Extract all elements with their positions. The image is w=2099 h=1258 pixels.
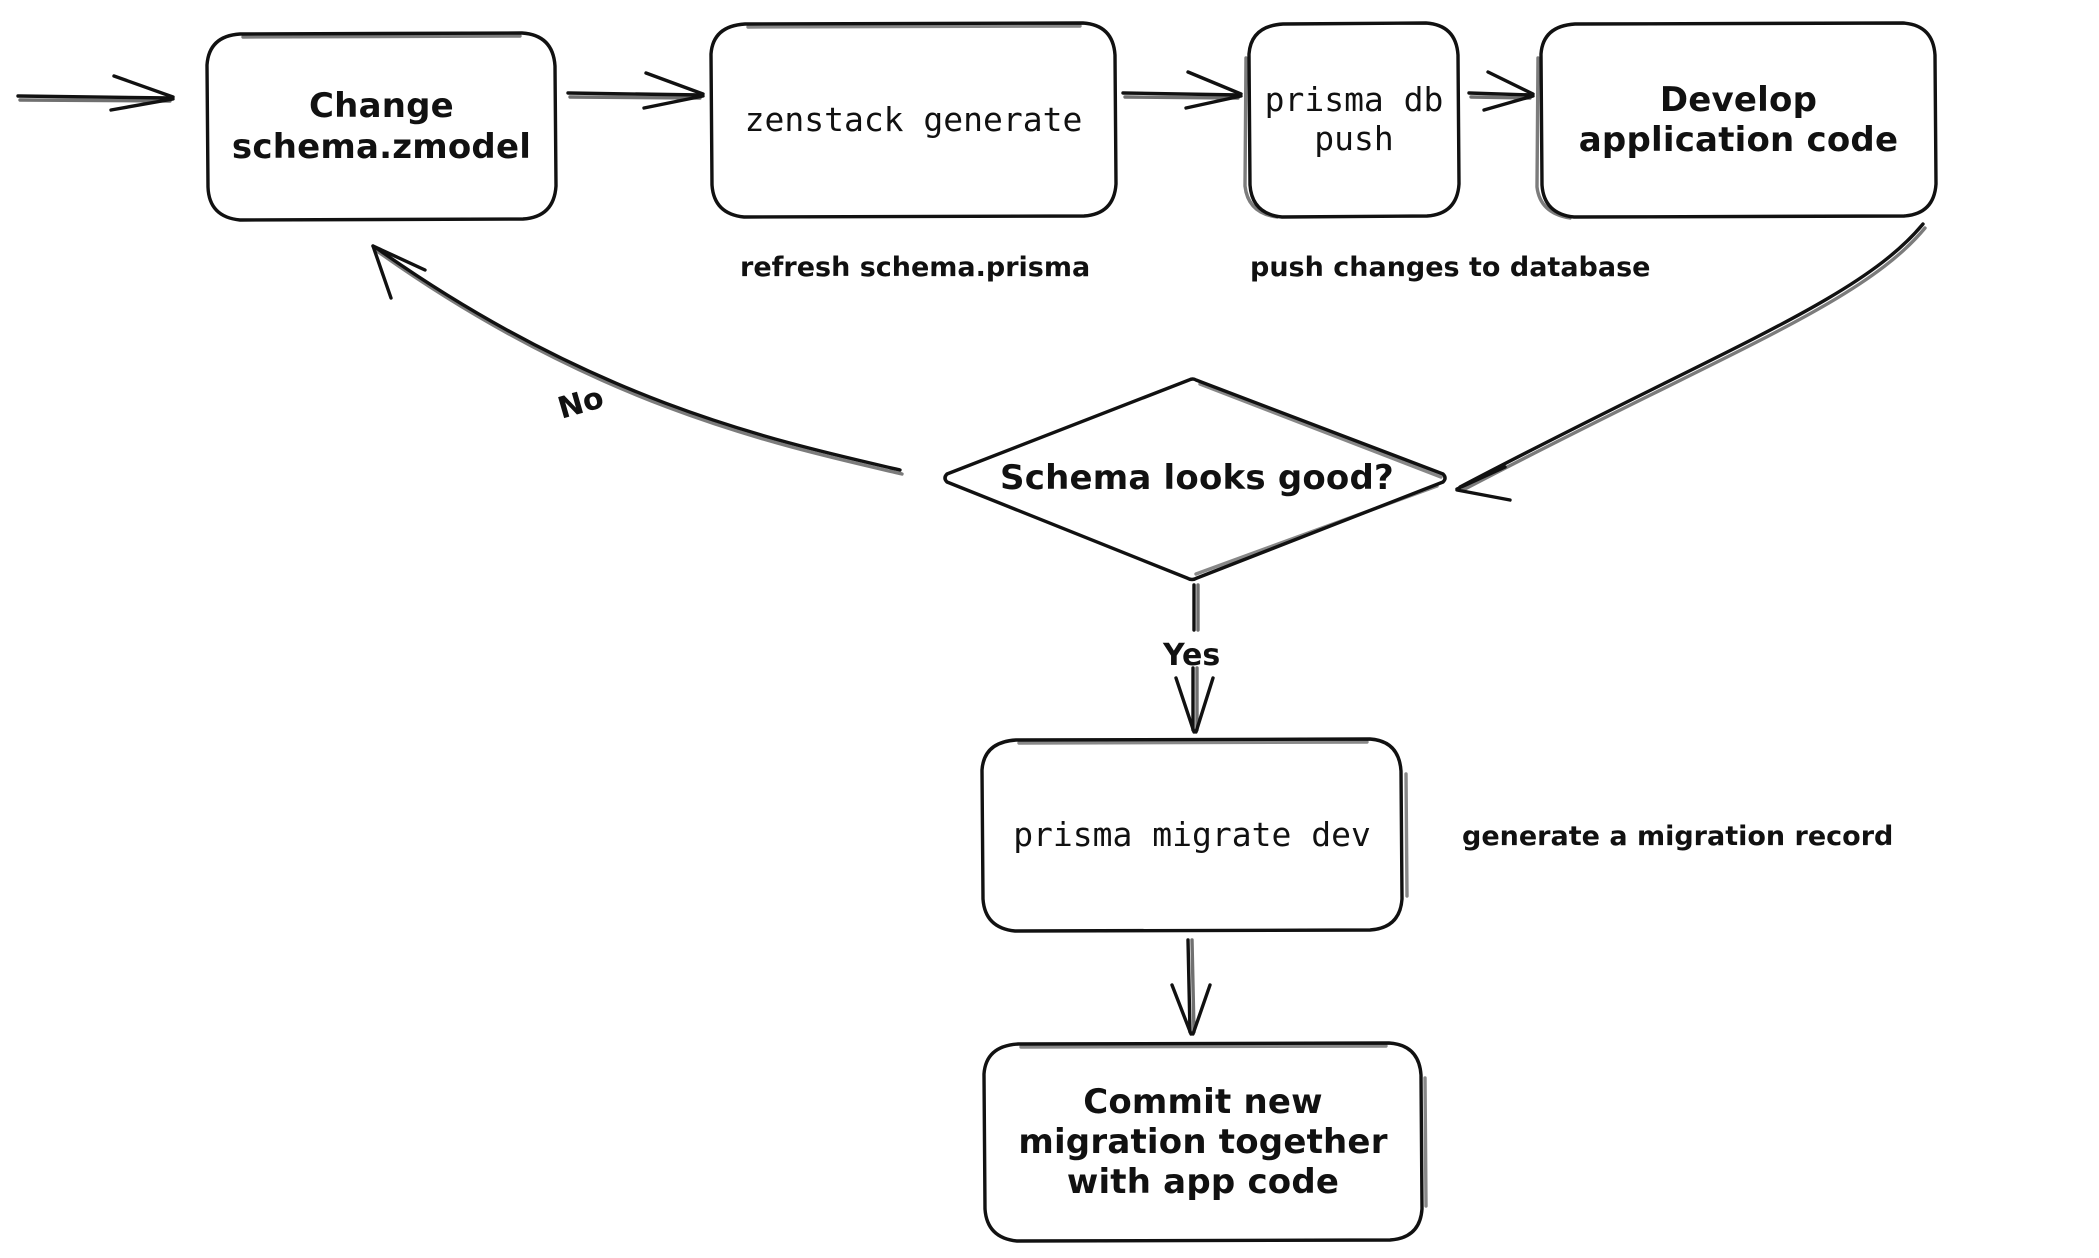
node-label-change-schema: Change schema.zmodel (231, 86, 532, 167)
edge-label-no: No (554, 380, 608, 427)
node-commit-new-migration[interactable]: Commit new migration together with app c… (984, 1043, 1422, 1241)
node-schema-looks-good[interactable]: Schema looks good? (947, 430, 1447, 526)
node-change-schema[interactable]: Change schema.zmodel (207, 33, 556, 220)
arrow-change-schema-to-zenstack-generate (566, 71, 705, 110)
node-label-zenstack-generate: zenstack generate (744, 99, 1083, 139)
node-label-schema-looks-good: Schema looks good? (1000, 457, 1394, 498)
node-label-prisma-db-push: prisma db push (1264, 80, 1444, 158)
arrow-prisma-migrate-dev-to-commit (1170, 938, 1212, 1036)
arrow-prisma-db-push-to-develop-application-code (1467, 70, 1535, 112)
node-label-develop-application-code: Develop application code (1578, 79, 1899, 160)
node-prisma-db-push[interactable]: prisma db push (1249, 23, 1459, 217)
arrow-zenstack-generate-to-prisma-db-push (1121, 70, 1243, 110)
node-prisma-migrate-dev[interactable]: prisma migrate dev (982, 739, 1402, 931)
node-zenstack-generate[interactable]: zenstack generate (711, 23, 1116, 217)
edge-label-yes: Yes (1163, 638, 1221, 673)
node-label-prisma-migrate-dev: prisma migrate dev (1013, 814, 1371, 854)
node-develop-application-code[interactable]: Develop application code (1541, 23, 1936, 217)
arrow-entry-to-change-schema (16, 74, 175, 112)
node-label-commit-new-migration: Commit new migration together with app c… (1018, 1081, 1388, 1203)
note-generate-migration-record: generate a migration record (1462, 821, 1894, 852)
note-push-changes-to-database: push changes to database (1250, 252, 1651, 283)
note-refresh-schema-prisma: refresh schema.prisma (740, 252, 1091, 283)
